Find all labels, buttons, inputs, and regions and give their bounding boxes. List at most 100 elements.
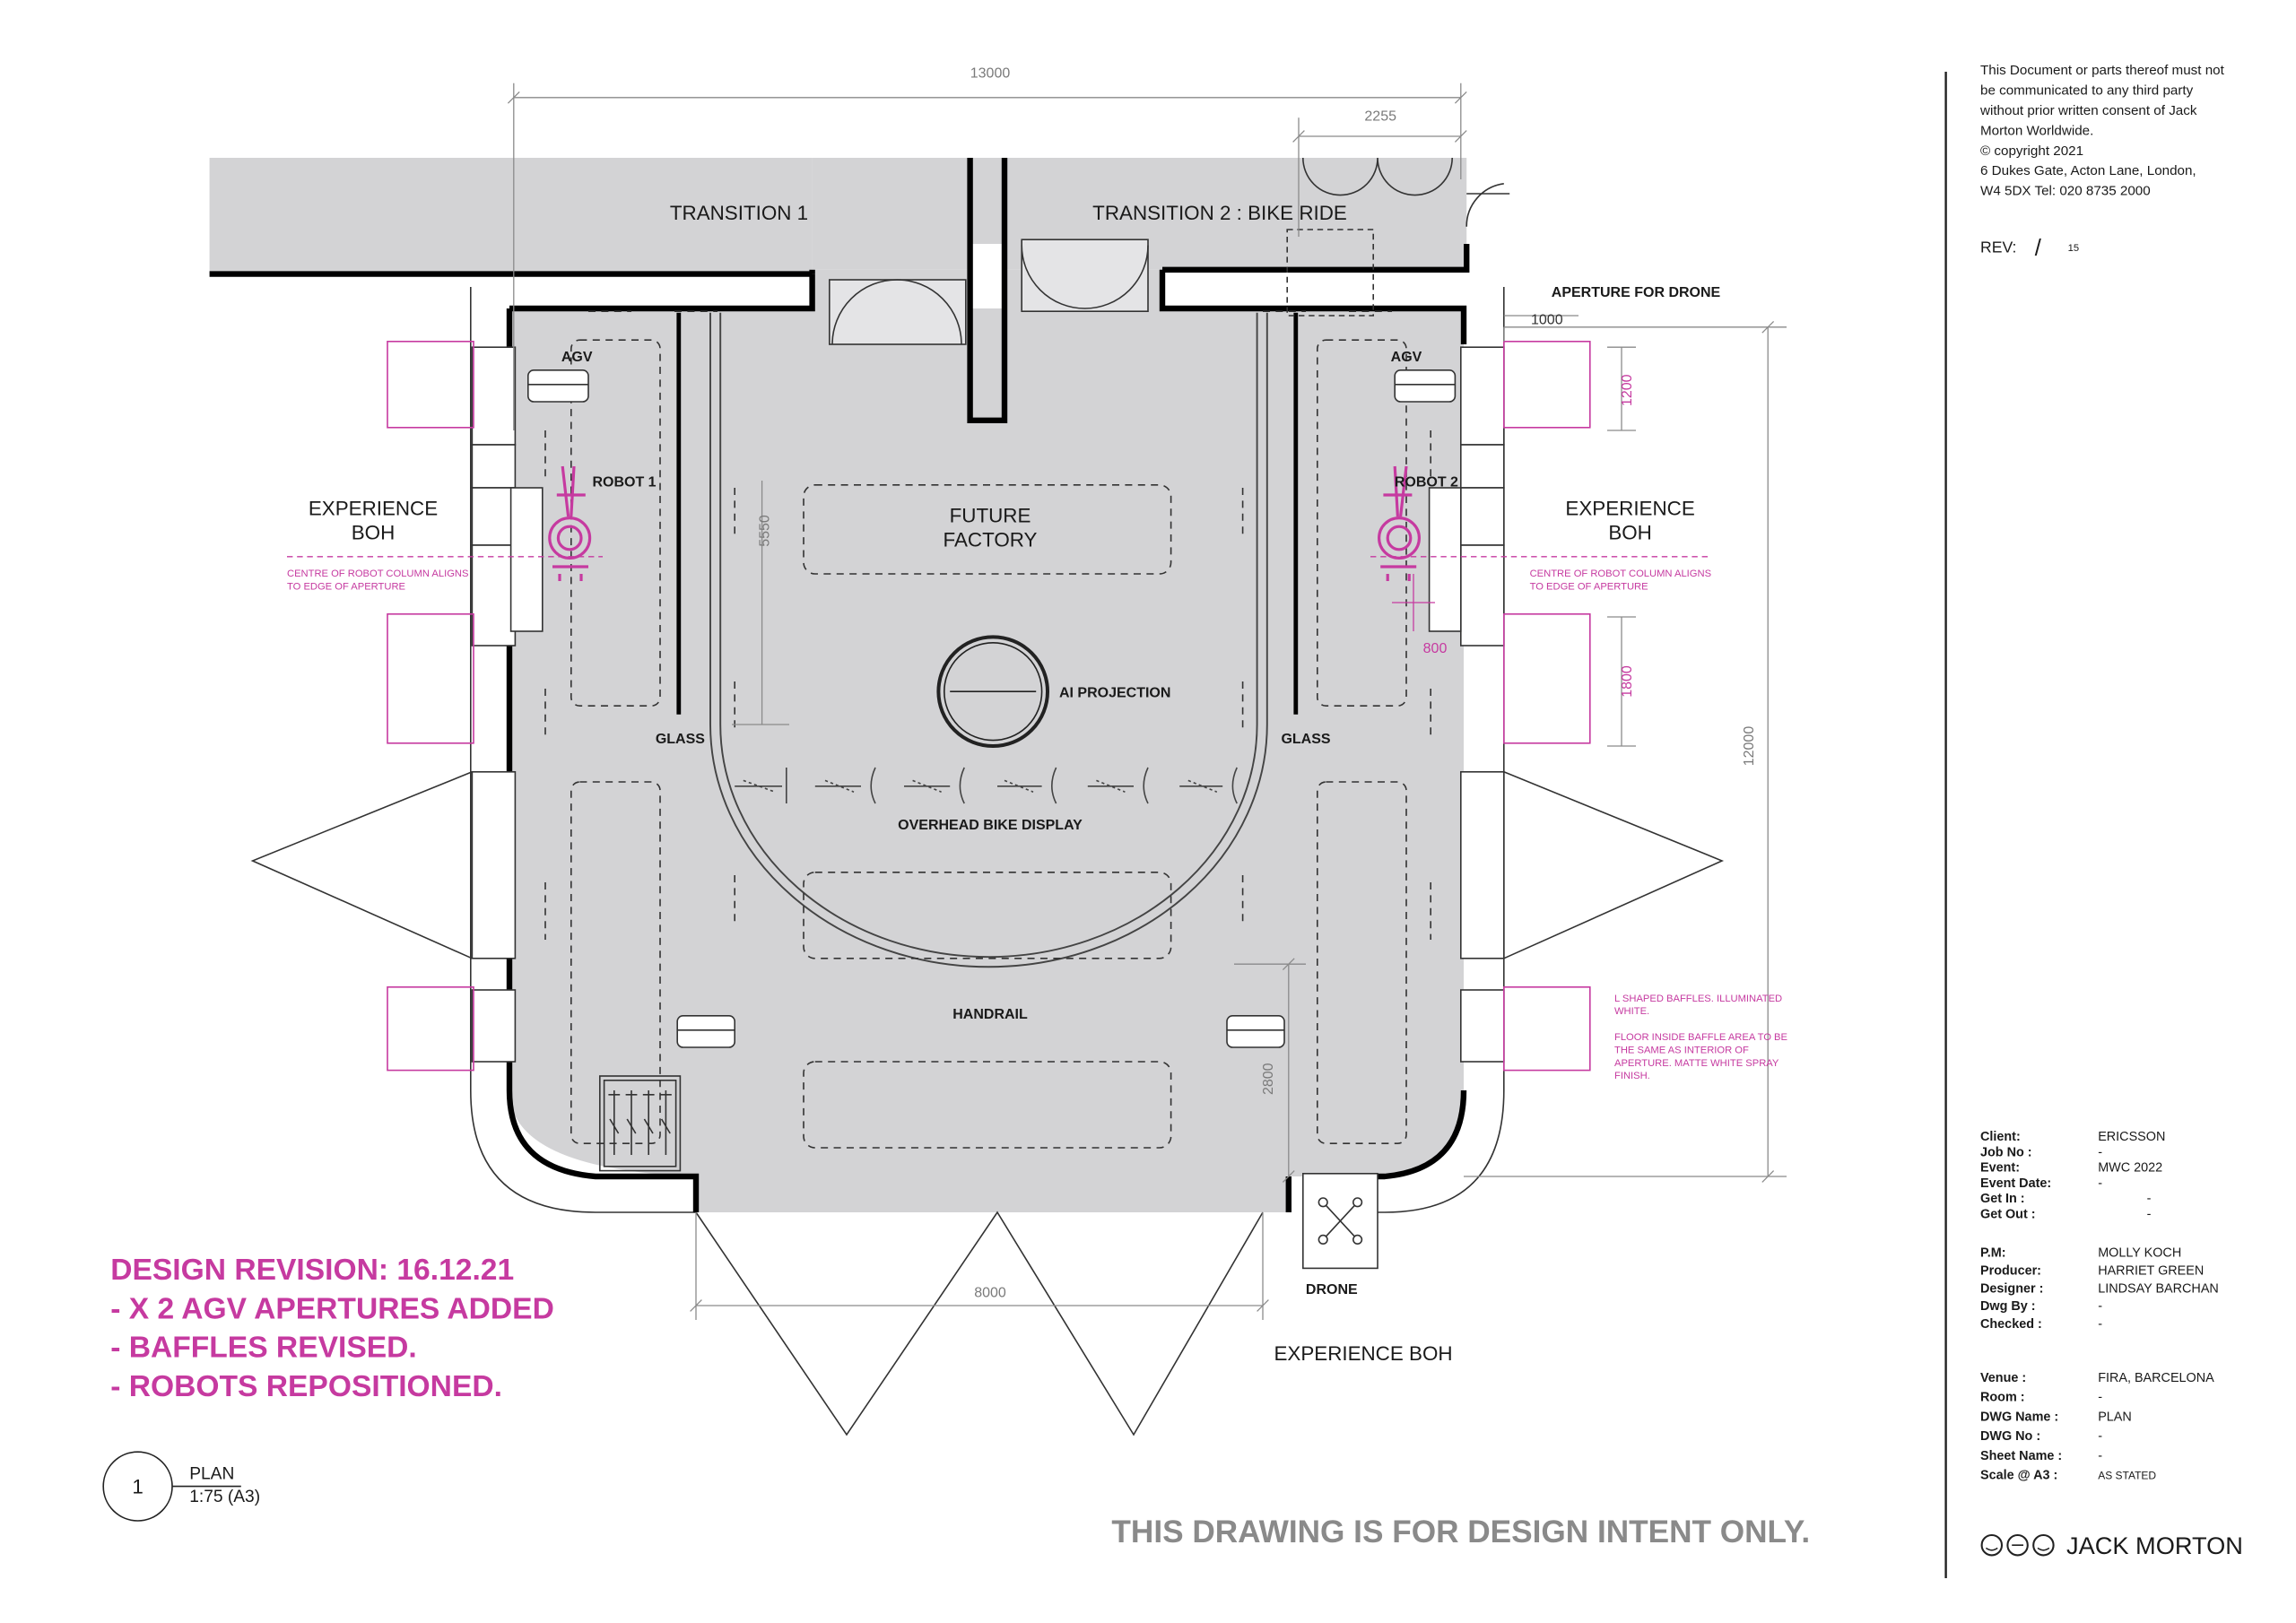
bike-rack bbox=[599, 1075, 682, 1172]
experience-boh-bottom: EXPERIENCE BOH bbox=[1274, 1342, 1452, 1365]
robot-note-left-1: CENTRE OF ROBOT COLUMN ALIGNS bbox=[287, 568, 468, 579]
dim-12000: 12000 bbox=[1742, 726, 1757, 767]
experience-boh-right-1: EXPERIENCE bbox=[1565, 497, 1694, 519]
title-field-value: - bbox=[2098, 1429, 2102, 1444]
title-field-label: Client: bbox=[1980, 1130, 2021, 1144]
copyright-block: This Document or parts thereof must not … bbox=[1979, 63, 2225, 198]
robot-2-label: ROBOT 2 bbox=[1395, 474, 1458, 490]
title-field-label: Sheet Name : bbox=[1980, 1449, 2062, 1463]
title-field-value: AS STATED bbox=[2098, 1470, 2156, 1482]
rev-slash: / bbox=[2035, 236, 2042, 261]
outer-wall-outline bbox=[470, 287, 1505, 1213]
title-field-value: MWC 2022 bbox=[2098, 1161, 2162, 1176]
title-field-label: Get Out : bbox=[1980, 1207, 2036, 1221]
drawing-title: 1 PLAN 1:75 (A3) bbox=[102, 1451, 260, 1522]
copyright-line-7: W4 5DX Tel: 020 8735 2000 bbox=[1980, 184, 2151, 199]
design-intent-disclaimer: THIS DRAWING IS FOR DESIGN INTENT ONLY. bbox=[1111, 1515, 1810, 1549]
glass-right-label: GLASS bbox=[1281, 732, 1330, 747]
title-field-label: P.M: bbox=[1980, 1246, 2006, 1261]
revision-line-1: DESIGN REVISION: 16.12.21 bbox=[110, 1254, 514, 1287]
title-field-value: - bbox=[2098, 1391, 2102, 1405]
robot-1-icon bbox=[548, 465, 592, 582]
title-field-value: HARRIET GREEN bbox=[2098, 1263, 2204, 1278]
revision-line-2: - X 2 AGV APERTURES ADDED bbox=[110, 1292, 554, 1325]
title-field-value: PLAN bbox=[2098, 1410, 2132, 1424]
title-field-value: LINDSAY BARCHAN bbox=[2098, 1281, 2219, 1296]
drawing-number: 1 bbox=[132, 1476, 143, 1498]
title-field-label: Room : bbox=[1980, 1391, 2025, 1405]
robot-1-label: ROBOT 1 bbox=[592, 474, 656, 490]
agv-left-label: AGV bbox=[561, 350, 593, 365]
agv-units bbox=[527, 369, 1457, 1048]
copyright-line-5: © copyright 2021 bbox=[1980, 143, 2083, 159]
title-field-label: Producer: bbox=[1980, 1263, 2041, 1278]
title-field-label: Event Date: bbox=[1980, 1176, 2051, 1191]
revision-line-4: - ROBOTS REPOSITIONED. bbox=[110, 1370, 502, 1403]
boh-triangular-doors bbox=[250, 771, 1725, 1436]
robot-note-left-2: TO EDGE OF APERTURE bbox=[287, 582, 405, 593]
title-field-label: Job No : bbox=[1980, 1145, 2032, 1159]
ai-projection-circle bbox=[936, 635, 1050, 749]
title-field-label: Checked : bbox=[1980, 1317, 2042, 1332]
transition-1-label: TRANSITION 1 bbox=[670, 202, 808, 224]
dim-1800: 1800 bbox=[1620, 665, 1635, 698]
experience-boh-left-1: EXPERIENCE bbox=[309, 497, 438, 519]
agv-apertures bbox=[387, 341, 1591, 1072]
drawing-name: PLAN bbox=[189, 1465, 234, 1484]
future-factory-label-1: FUTURE bbox=[950, 504, 1031, 526]
title-field-label: Dwg By : bbox=[1980, 1299, 2036, 1314]
dim-8000: 8000 bbox=[974, 1285, 1006, 1300]
title-field-label: DWG Name : bbox=[1980, 1410, 2058, 1424]
main-floor bbox=[509, 308, 1464, 1212]
glass-left-label: GLASS bbox=[656, 732, 705, 747]
side-wall-panels bbox=[471, 346, 1505, 1063]
title-field-value: - bbox=[2098, 1317, 2102, 1332]
dashed-zones bbox=[544, 310, 1432, 1149]
title-field-value: ERICSSON bbox=[2098, 1130, 2165, 1144]
drone-label: DRONE bbox=[1306, 1282, 1358, 1298]
title-field-label: Scale @ A3 : bbox=[1980, 1469, 2057, 1483]
drone-box bbox=[1302, 1173, 1378, 1270]
copyright-line-3: without prior written consent of Jack bbox=[1979, 103, 2197, 118]
dim-1000: 1000 bbox=[1531, 313, 1563, 328]
title-field-value: MOLLY KOCH bbox=[2098, 1246, 2181, 1261]
doors-transition bbox=[829, 157, 1510, 345]
rev-label: REV: bbox=[1980, 239, 2016, 256]
baffle-note-7: FINISH. bbox=[1614, 1071, 1650, 1081]
logo-text: JACK MORTON bbox=[2066, 1532, 2243, 1559]
rev-value: 15 bbox=[2068, 243, 2079, 254]
overhead-bike-display-label: OVERHEAD BIKE DISPLAY bbox=[898, 818, 1083, 833]
future-factory-label-2: FACTORY bbox=[944, 529, 1038, 551]
dim-800: 800 bbox=[1423, 641, 1448, 656]
glass-partitions bbox=[676, 312, 1299, 715]
baffle-note-5: THE SAME AS INTERIOR OF bbox=[1614, 1045, 1749, 1055]
copyright-line-6: 6 Dukes Gate, Acton Lane, London, bbox=[1980, 163, 2196, 178]
jack-morton-logo: JACK MORTON bbox=[1980, 1532, 2243, 1559]
robot-note-right-2: TO EDGE OF APERTURE bbox=[1530, 582, 1648, 593]
dim-5550: 5550 bbox=[758, 515, 773, 547]
curved-handrail bbox=[709, 312, 1268, 968]
title-field-label: Designer : bbox=[1980, 1281, 2043, 1296]
thick-walls bbox=[209, 158, 1470, 1213]
title-field-label: Event: bbox=[1980, 1161, 2020, 1176]
title-field-value: - bbox=[2098, 1145, 2102, 1159]
drawing-scale: 1:75 (A3) bbox=[189, 1488, 260, 1506]
transition-2-label: TRANSITION 2 : BIKE RIDE bbox=[1092, 202, 1347, 224]
ai-projection-label: AI PROJECTION bbox=[1059, 686, 1170, 701]
baffle-note-6: APERTURE. MATTE WHITE SPRAY bbox=[1614, 1058, 1779, 1069]
handrail-label: HANDRAIL bbox=[952, 1007, 1028, 1022]
dim-2255: 2255 bbox=[1364, 108, 1396, 124]
overhead-bike-display bbox=[735, 767, 1238, 804]
copyright-line-1: This Document or parts thereof must not bbox=[1980, 63, 2225, 78]
copyright-line-4: Morton Worldwide. bbox=[1980, 123, 2093, 138]
baffle-note-2: WHITE. bbox=[1614, 1006, 1649, 1017]
baffle-note-1: L SHAPED BAFFLES. ILLUMINATED bbox=[1614, 994, 1782, 1004]
dimension-lines bbox=[507, 82, 1787, 1321]
transition-corridor bbox=[209, 158, 1467, 274]
title-field-value: - bbox=[2147, 1207, 2152, 1221]
dim-13000: 13000 bbox=[970, 65, 1011, 81]
title-field-label: DWG No : bbox=[1980, 1429, 2040, 1444]
experience-boh-right-2: BOH bbox=[1608, 522, 1652, 544]
dim-1200: 1200 bbox=[1620, 374, 1635, 406]
